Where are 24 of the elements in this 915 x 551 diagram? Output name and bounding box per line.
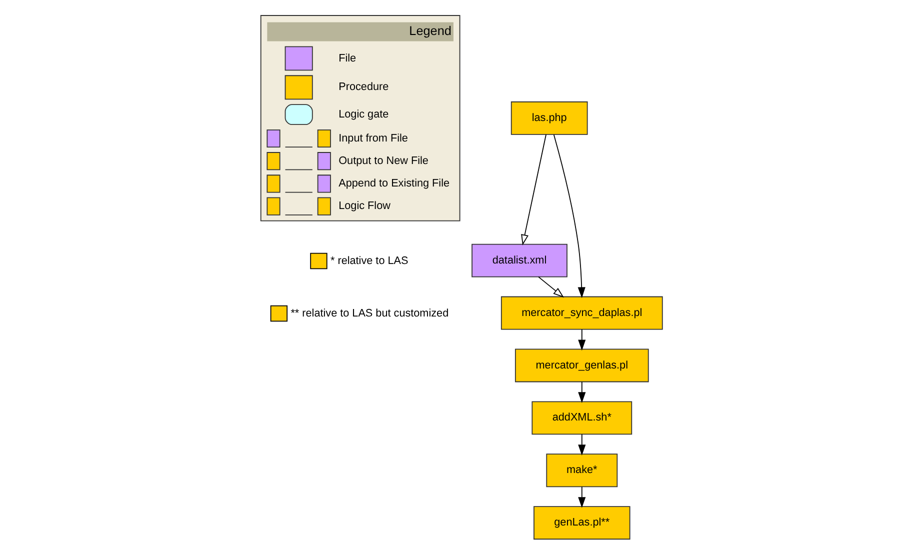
legend-label: Input from File xyxy=(338,132,408,144)
legend-label: File xyxy=(338,52,356,64)
node-box: mercator_genlas.pl xyxy=(514,348,648,382)
arrow xyxy=(538,276,564,298)
legend-label: Logic gate xyxy=(338,108,388,120)
arrow xyxy=(578,486,586,508)
arrow xyxy=(578,434,586,456)
legend-label: Append to Existing File xyxy=(338,178,450,190)
node-box: make* xyxy=(546,454,618,488)
arrow xyxy=(520,134,546,246)
node-box: las.php xyxy=(510,101,588,135)
node-box: mercator_sync_daplas.pl xyxy=(500,296,662,330)
arrow xyxy=(578,381,586,404)
arrow xyxy=(552,134,585,298)
legend-label: Procedure xyxy=(338,81,388,94)
legend-label: ** relative to LAS but customized xyxy=(290,307,448,320)
legend-label: Output to New File xyxy=(338,154,428,167)
legend-label: * relative to LAS xyxy=(330,254,408,267)
node-box: genLas.pl** xyxy=(533,506,630,540)
node-box: addXML.sh* xyxy=(531,401,632,435)
node-box: datalist.xml xyxy=(471,244,567,278)
legend-label: Logic Flow xyxy=(338,200,390,212)
label: Legend xyxy=(408,24,451,38)
arrow xyxy=(578,328,586,351)
